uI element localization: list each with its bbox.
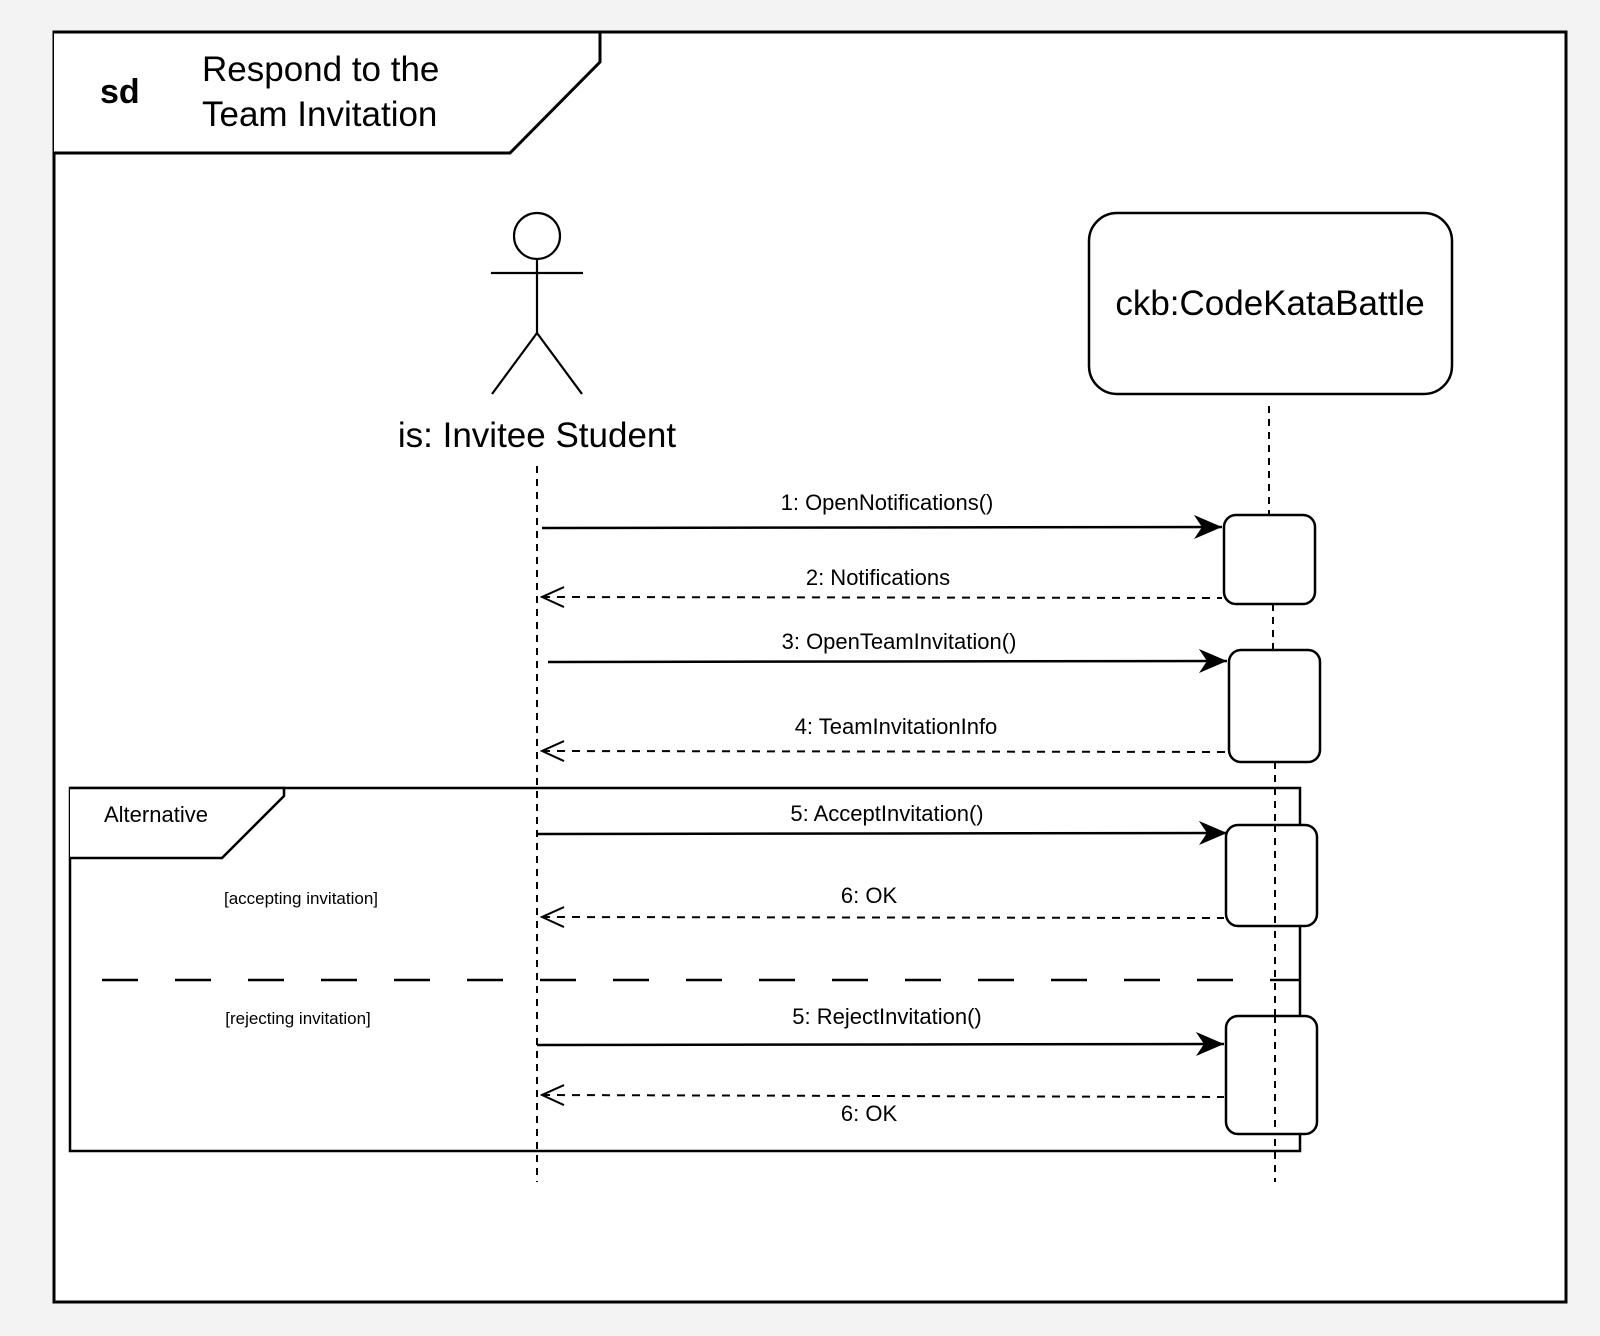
message-arrow-4 — [542, 751, 1228, 752]
activation-box-4 — [1224, 1014, 1319, 1136]
activation-box-1 — [1222, 513, 1317, 606]
activation-box-3 — [1224, 823, 1319, 928]
activation-box-2 — [1227, 648, 1322, 764]
frame-keyword: sd — [100, 73, 140, 111]
alt-fragment-frame — [68, 786, 1302, 1153]
alt-fragment-tab — [70, 786, 286, 860]
message-label-6: 6: OK — [841, 883, 898, 908]
message-label-3: 3: OpenTeamInvitation() — [782, 629, 1017, 654]
message-label-2: 2: Notifications — [806, 565, 950, 590]
frame-title-line-1: Respond to the — [202, 50, 439, 89]
message-label-5: 5: AcceptInvitation() — [790, 801, 983, 826]
frame-title-line-2: Team Invitation — [202, 95, 437, 134]
actor-stick-figure-icon — [491, 211, 583, 395]
frame-title-tab — [54, 30, 602, 155]
system-participant-label: ckb:CodeKataBattle — [1115, 284, 1424, 323]
system-participant-box — [1087, 211, 1454, 396]
message-label-7: 5: RejectInvitation() — [792, 1004, 982, 1029]
message-arrow-5 — [536, 821, 1228, 846]
actor-label: is: Invitee Student — [398, 416, 676, 455]
message-arrow-3 — [547, 649, 1228, 674]
guard-rejecting: [rejecting invitation] — [225, 1009, 371, 1028]
message-label-8: 6: OK — [841, 1101, 898, 1126]
message-label-1: 1: OpenNotifications() — [781, 490, 994, 515]
guard-accepting: [accepting invitation] — [224, 889, 378, 908]
message-arrow-1 — [541, 515, 1223, 540]
alt-fragment-label: Alternative — [104, 802, 208, 827]
message-arrow-7 — [536, 1032, 1225, 1057]
message-label-4: 4: TeamInvitationInfo — [795, 714, 998, 739]
